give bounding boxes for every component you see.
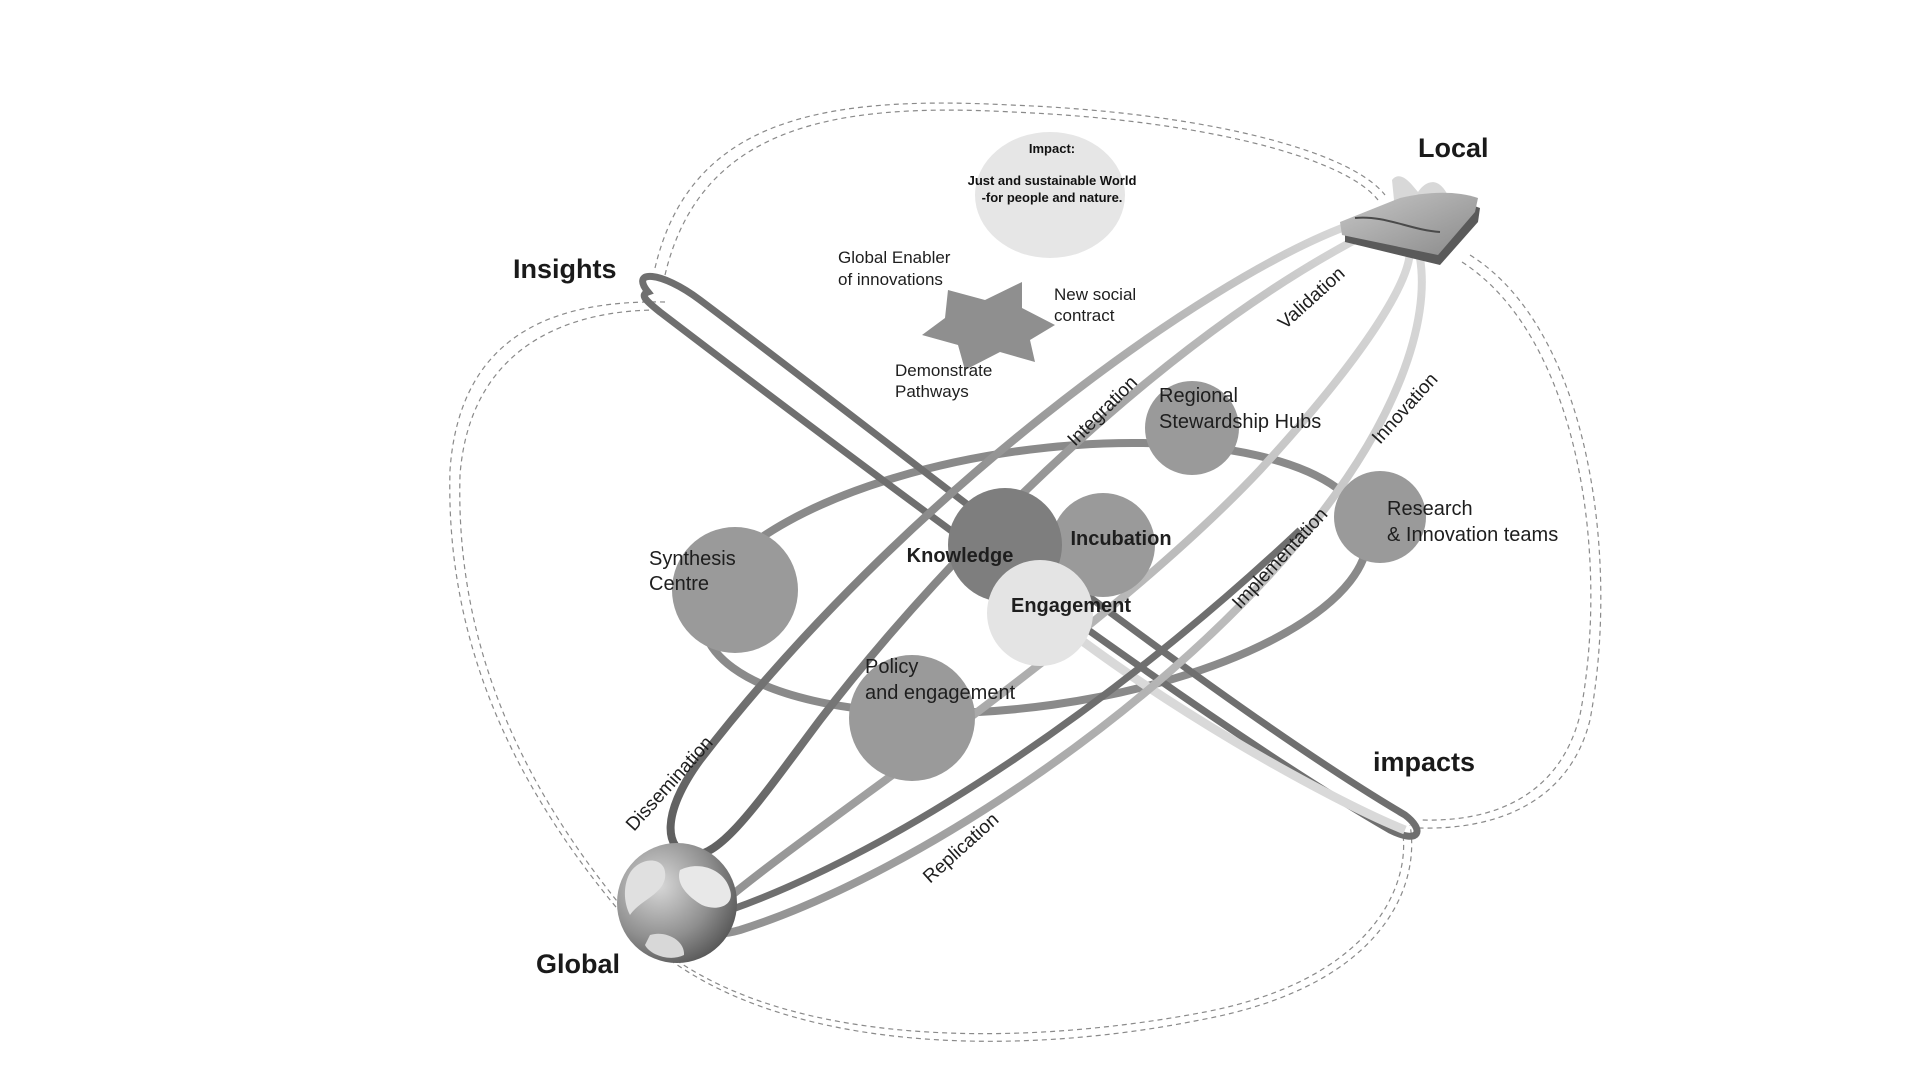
- impact-title: Impact:: [1029, 141, 1075, 156]
- enabler-line-1: Global Enabler: [838, 248, 951, 267]
- implementation-label: Implementation: [1228, 504, 1332, 613]
- globe-icon: [617, 843, 737, 963]
- pathways-line-2: Pathways: [895, 382, 969, 401]
- local-label: Local: [1418, 133, 1489, 163]
- incubation-label: Incubation: [1070, 528, 1171, 550]
- research-line-1: Research: [1387, 498, 1473, 520]
- synthesis-line-1: Synthesis: [649, 548, 736, 570]
- contract-line-1: New social: [1054, 285, 1136, 304]
- validation-label: Validation: [1274, 263, 1349, 334]
- enabler-line-2: of innovations: [838, 270, 943, 289]
- impact-bubble: Impact: Just and sustainable World -for …: [968, 132, 1137, 258]
- impacts-label: impacts: [1373, 747, 1475, 777]
- impact-line-1: Just and sustainable World: [968, 173, 1137, 188]
- impact-line-2: -for people and nature.: [982, 190, 1123, 205]
- integration-label: Integration: [1064, 372, 1142, 450]
- engagement-label: Engagement: [1011, 595, 1131, 617]
- star-shape: [922, 282, 1055, 370]
- insights-label: Insights: [513, 254, 617, 284]
- global-label: Global: [536, 949, 620, 979]
- synthesis-centre-node: Synthesis Centre: [649, 527, 798, 653]
- policy-engagement-node: Policy and engagement: [849, 655, 1016, 781]
- research-teams-node: Research & Innovation teams: [1334, 471, 1558, 563]
- pathways-line-1: Demonstrate: [895, 361, 992, 380]
- policy-line-2: and engagement: [865, 682, 1016, 704]
- synthesis-line-2: Centre: [649, 573, 709, 595]
- incubation-node: Incubation: [1051, 493, 1172, 597]
- regional-line-2: Stewardship Hubs: [1159, 411, 1321, 433]
- engagement-node: Engagement: [987, 560, 1131, 666]
- regional-line-1: Regional: [1159, 385, 1238, 407]
- book-icon: [1340, 176, 1480, 265]
- regional-hubs-node: Regional Stewardship Hubs: [1145, 381, 1321, 475]
- innovation-label: Innovation: [1368, 369, 1442, 448]
- research-line-2: & Innovation teams: [1387, 524, 1558, 546]
- contract-line-2: contract: [1054, 306, 1115, 325]
- policy-line-1: Policy: [865, 656, 918, 678]
- knowledge-label: Knowledge: [907, 545, 1014, 567]
